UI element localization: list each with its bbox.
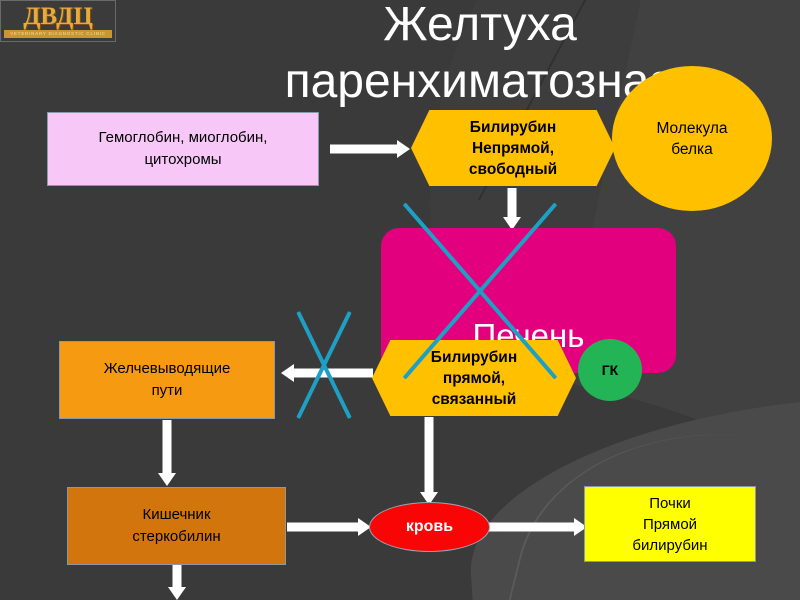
- blocked-cross-liver-icon: [376, 202, 584, 380]
- arrow-head: [281, 364, 294, 382]
- arrow-shaft: [162, 420, 172, 474]
- arrow-head: [158, 473, 176, 486]
- node-intestine-label: Кишечник стеркобилин: [132, 506, 221, 545]
- node-kidneys-label: Почки Прямой билирубин: [632, 494, 708, 554]
- node-blood[interactable]: кровь: [369, 502, 490, 552]
- arrow-shaft: [287, 522, 359, 532]
- node-kidneys[interactable]: Почки Прямой билирубин: [584, 486, 756, 562]
- arrow-bilirubin-bound-to-blood: [420, 417, 438, 505]
- node-hemoglobin[interactable]: Гемоглобин, миоглобин, цитохромы: [47, 112, 319, 186]
- arrow-bilirubin-free-to-liver: [503, 188, 521, 230]
- blocked-cross-bile-ducts-icon: [291, 311, 357, 419]
- arrow-head: [358, 518, 371, 536]
- node-bilirubin-free[interactable]: Билирубин Непрямой, свободный: [411, 110, 615, 186]
- arrow-shaft: [330, 144, 398, 154]
- arrow-shaft: [489, 522, 575, 532]
- node-bile-ducts[interactable]: Желчевыводящие пути: [59, 341, 275, 419]
- logo-tagline: VETERINARY DIAGNOSTIC CLINIC: [4, 30, 112, 38]
- arrow-blood-to-kidneys: [489, 518, 587, 536]
- arrow-intestine-to-blood: [287, 518, 371, 536]
- arrow-head: [574, 518, 587, 536]
- arrow-head: [503, 217, 521, 230]
- arrow-shaft: [172, 565, 182, 589]
- arrow-shaft: [293, 368, 373, 378]
- arrow-shaft: [424, 417, 434, 493]
- page-title: Желтуха паренхиматозная: [284, 0, 676, 108]
- arrow-head: [397, 140, 410, 158]
- node-hemoglobin-label: Гемоглобин, миоглобин, цитохромы: [98, 129, 268, 168]
- node-gk[interactable]: ГК: [578, 339, 642, 401]
- node-bile-ducts-label: Желчевыводящие пути: [103, 360, 231, 399]
- logo-wordmark: ДВДЦ: [23, 3, 93, 30]
- arrow-intestine-downward: [168, 565, 186, 600]
- node-intestine[interactable]: Кишечник стеркобилин: [67, 487, 286, 565]
- node-protein-molecule-label: Молекула белка: [656, 119, 728, 158]
- node-bilirubin-free-label: Билирубин Непрямой, свободный: [468, 118, 558, 178]
- node-protein-molecule[interactable]: Молекула белка: [612, 66, 772, 211]
- arrow-shaft: [507, 188, 517, 218]
- arrow-bile-ducts-to-intestine: [158, 420, 176, 486]
- clinic-logo: ДВДЦ VETERINARY DIAGNOSTIC CLINIC: [0, 0, 116, 42]
- arrow-bilirubin-bound-to-bile-ducts: [281, 364, 373, 382]
- node-blood-label: кровь: [405, 518, 454, 535]
- arrow-hemoglobin-to-bilirubin-free: [330, 140, 410, 158]
- node-bilirubin-bound-label: Билирубин прямой, связанный: [430, 348, 518, 408]
- arrow-head: [168, 587, 186, 600]
- node-gk-label: ГК: [601, 362, 619, 378]
